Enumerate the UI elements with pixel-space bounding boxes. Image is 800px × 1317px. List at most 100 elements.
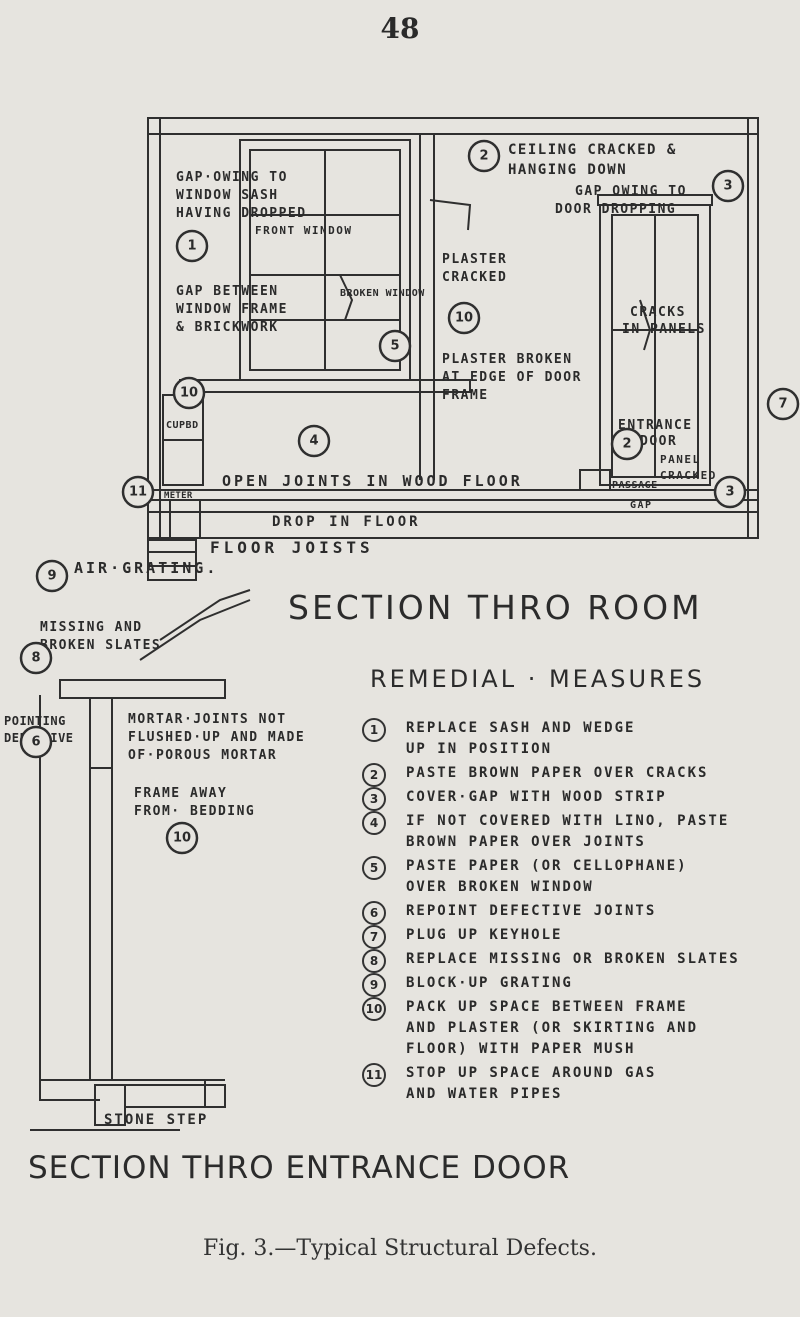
marker-3-room [711, 169, 745, 203]
marker-11-room [121, 475, 155, 509]
marker-1-room [175, 229, 209, 263]
marker-10-door [165, 821, 199, 855]
label-window-frame: WINDOW FRAME [176, 302, 288, 317]
label-gap: GAP [630, 500, 653, 511]
marker-2-room [467, 139, 501, 173]
remedial-text: REPLACE MISSING OR BROKEN SLATES [406, 951, 740, 967]
label-panel-cracked: CRACKED [660, 469, 717, 482]
label-cupboard: CUPBD [166, 420, 199, 431]
label-floor-joists: FLOOR JOISTS [210, 538, 374, 557]
label-gap-owing-to-2: GAP OWING TO [575, 184, 687, 199]
marker-6-pointing-text: 6 [31, 735, 40, 750]
label-mortar-1: MORTAR·JOINTS NOT [128, 712, 287, 727]
partition-wall [419, 134, 472, 480]
marker-3-gap [713, 475, 747, 509]
label-edge-of-door: AT EDGE OF DOOR [442, 370, 582, 385]
remedial-number: 6 [362, 901, 386, 925]
marker-3-gap-text: 3 [725, 485, 734, 500]
door-section-frame [30, 589, 251, 1131]
label-missing-and: MISSING AND [40, 620, 143, 635]
label-door: DOOR [640, 434, 678, 449]
remedial-item: 4 IF NOT COVERED WITH LINO, PASTE BROWN P… [362, 811, 792, 853]
marker-2-door [610, 427, 644, 461]
label-from-bedding: FROM· BEDDING [134, 804, 256, 819]
remedial-item: 5 PASTE PAPER (OR CELLOPHANE) OVER BROKEN… [362, 856, 792, 898]
remedial-text: PASTE PAPER (OR CELLOPHANE) OVER BROKEN … [406, 858, 688, 895]
marker-5-room-text: 5 [390, 339, 399, 354]
label-pointing: POINTING [4, 714, 66, 728]
marker-10-room-a [447, 301, 481, 335]
remedial-number: 4 [362, 811, 386, 835]
marker-10-door-text: 10 [173, 831, 191, 846]
marker-2-room-text: 2 [479, 149, 488, 164]
remedial-text: STOP UP SPACE AROUND GAS AND WATER PIPES [406, 1065, 657, 1102]
remedial-number: 9 [362, 973, 386, 997]
marker-8-slates [19, 641, 53, 675]
remedial-number: 7 [362, 925, 386, 949]
label-front-window: FRONT WINDOW [255, 224, 353, 237]
label-brickwork: & BRICKWORK [176, 320, 279, 335]
label-door-dropping: DOOR DROPPING [555, 202, 677, 217]
marker-10-room-b [172, 376, 206, 410]
room-section-frame [147, 117, 759, 539]
remedial-item: 8 REPLACE MISSING OR BROKEN SLATES [362, 949, 792, 973]
label-stone-step: STONE STEP [104, 1112, 209, 1128]
marker-9-grating [35, 559, 69, 593]
marker-2-door-text: 2 [622, 437, 631, 452]
label-cracked: CRACKED [442, 270, 508, 285]
label-frame: FRAME [442, 388, 489, 403]
marker-9-grating-text: 9 [47, 569, 56, 584]
marker-8-slates-text: 8 [31, 651, 40, 666]
marker-7-room [766, 387, 800, 421]
remedial-number: 10 [362, 997, 386, 1021]
marker-6-pointing [19, 725, 53, 759]
label-air-grating: AIR·GRATING. [74, 559, 219, 577]
remedial-number: 2 [362, 763, 386, 787]
marker-10-room-a-text: 10 [455, 311, 473, 326]
label-entrance: ENTRANCE [618, 418, 693, 433]
remedial-text: COVER·GAP WITH WOOD STRIP [406, 789, 667, 805]
remedial-number: 3 [362, 787, 386, 811]
label-cracks: CRACKS [630, 305, 686, 320]
label-window-sash: WINDOW SASH [176, 188, 279, 203]
label-gap-between: GAP BETWEEN [176, 284, 279, 299]
remedial-item: 6 REPOINT DEFECTIVE JOINTS [362, 901, 792, 925]
room-section-title: SECTION THRO ROOM [288, 588, 703, 627]
floor-drawing [148, 469, 758, 538]
remedial-item: 2 PASTE BROWN PAPER OVER CRACKS [362, 763, 792, 787]
label-panel: PANEL [660, 453, 701, 466]
remedial-text: PASTE BROWN PAPER OVER CRACKS [406, 765, 709, 781]
label-plaster-broken: PLASTER BROKEN [442, 352, 573, 367]
marker-4-room [297, 424, 331, 458]
marker-11-room-text: 11 [129, 485, 147, 500]
remedial-number: 8 [362, 949, 386, 973]
label-open-joints: OPEN JOINTS IN WOOD FLOOR [222, 472, 523, 490]
marker-1-room-text: 1 [187, 239, 196, 254]
marker-4-room-text: 4 [309, 434, 318, 449]
marker-5-room [378, 329, 412, 363]
marker-7-room-text: 7 [778, 397, 787, 412]
label-in-panels: IN PANELS [622, 322, 706, 337]
label-passage: PASSAGE [612, 480, 658, 491]
label-plaster: PLASTER [442, 252, 508, 267]
remedial-text: REPOINT DEFECTIVE JOINTS [406, 903, 657, 919]
label-frame-away: FRAME AWAY [134, 786, 228, 801]
entrance-door-drawing [597, 194, 713, 486]
label-gap-owing-to: GAP·OWING TO [176, 170, 288, 185]
figure-caption: Fig. 3.—Typical Structural Defects. [203, 1236, 597, 1261]
remedial-number: 11 [362, 1063, 386, 1087]
remedial-text: IF NOT COVERED WITH LINO, PASTE BROWN PA… [406, 813, 730, 850]
remedial-number: 5 [362, 856, 386, 880]
label-broken-slates: BROKEN SLATES [40, 638, 162, 653]
remedial-title: REMEDIAL · MEASURES [370, 665, 706, 693]
label-broken-window: BROKEN WINDOW [340, 288, 425, 299]
air-grating-drawing [147, 539, 197, 581]
label-mortar-2: FLUSHED·UP AND MADE [128, 730, 306, 745]
page-number: 48 [380, 12, 420, 45]
label-having-dropped: HAVING DROPPED [176, 206, 307, 221]
remedial-item: 3 COVER·GAP WITH WOOD STRIP [362, 787, 792, 811]
